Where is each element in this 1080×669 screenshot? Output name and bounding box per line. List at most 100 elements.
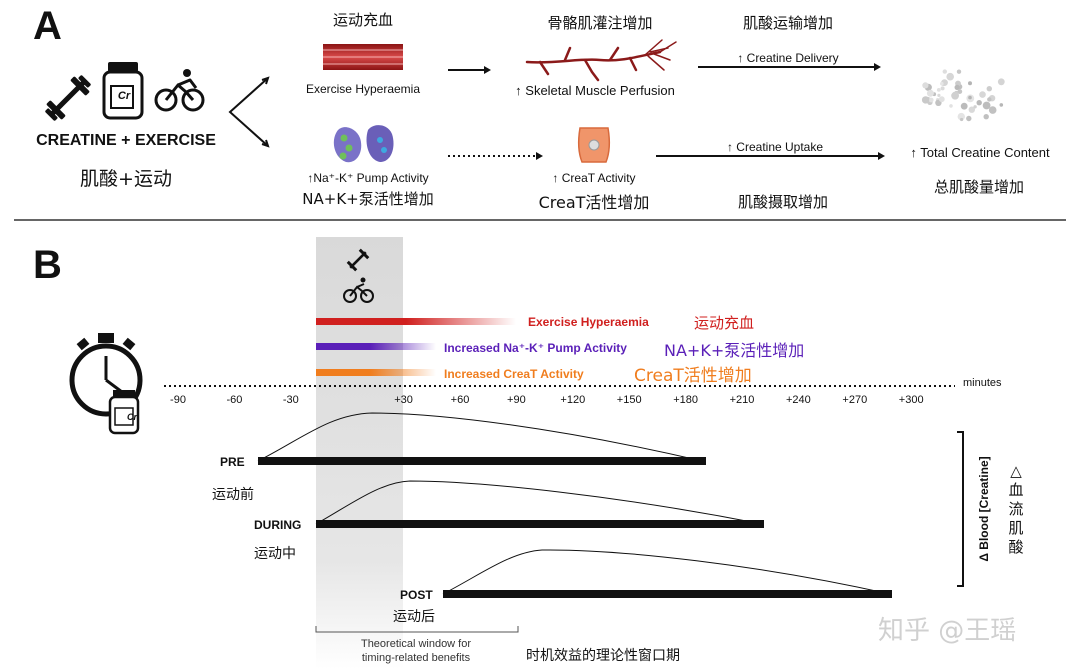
window-zh: 时机效益的理论性窗口期 [526,648,680,664]
creatine-dot [976,100,982,106]
uptake-label: ↑ Creatine Uptake [726,140,824,154]
axis-tick-label: +210 [729,394,755,406]
creatine-dot [973,105,977,109]
creatine-dot [954,84,960,90]
pre-zh: 运动前 [212,487,254,503]
cr-label: Cr [117,90,131,102]
window-caption-line1: Theoretical window for [360,638,472,650]
creatine-dot [957,89,963,94]
axis-tick-label: -60 [226,394,243,406]
during-label: DURING [254,518,302,532]
y-axis-label: Δ Blood [Creatine] [977,456,991,562]
creat-zh: CreaT活性增加 [538,193,650,212]
hyperaemia-zh: 运动充血 [332,11,393,29]
pre-bar [258,457,706,465]
split-arrow [228,77,269,147]
creatine-dot [938,96,945,103]
arrow-hyperaemia-to-perfusion [448,66,491,74]
creatine-dot [983,114,989,120]
legend-hyperaemia-zh: 运动充血 [694,314,755,332]
creatine-dot [960,117,964,122]
legend-bar-creat [316,369,436,376]
creatine-dot [942,69,947,74]
axis-tick-label: +90 [507,394,526,406]
panel-a-letter: A [33,4,62,48]
pump-zh: NA+K+泵活性增加 [302,190,434,208]
legend-bar-pump [316,343,436,350]
muscle-fibre-image [323,44,403,70]
cyclist-small-icon [343,277,374,303]
creatine-dot [968,81,972,86]
creatine-dot-cloud [921,69,1005,122]
axis-tick-label: +240 [786,394,811,406]
window-caption: Theoretical window for timing-related be… [326,637,506,665]
creatine-dot [928,97,934,103]
creatine-exercise-zh: 肌酸+运动 [80,168,172,190]
creatine-dot [960,102,968,110]
during-curve [315,480,763,525]
perfusion-zh: 骨骼肌灌注增加 [547,14,653,32]
creatine-dot [979,91,986,98]
cyclist-icon [154,69,205,112]
creatine-dot [988,106,997,114]
axis-unit: minutes [963,377,1002,389]
legend-creat-label: Increased CreaT Activity [444,367,584,381]
creatine-dot [940,86,945,91]
window-bracket [315,626,519,633]
axis-tick-label: +60 [450,394,470,406]
window-caption-line2: timing-related benefits [361,652,471,664]
cr-small-label: Cr [126,412,137,422]
creatine-dot [999,103,1004,107]
post-curve [442,549,891,595]
creatine-dot [921,96,930,104]
post-zh: 运动后 [393,609,435,625]
axis-tick-label: -90 [170,394,186,406]
creatine-dot [966,115,972,122]
arrow-creatine-uptake [656,152,885,160]
creatine-dot [968,106,975,113]
dumbbell-icon [45,75,91,121]
na-k-pump-image [333,125,394,163]
creatine-exercise-label: CREATINE + EXERCISE [36,132,216,149]
creatine-dot [986,86,992,92]
creatine-dot [957,112,965,121]
creatine-dot [937,93,941,97]
y-axis-zh: △血流肌酸 [1008,462,1024,556]
dumbbell-small-icon [346,248,370,272]
y-bracket [957,431,964,587]
uptake-zh: 肌酸摄取增加 [737,193,828,211]
perfusion-label: ↑ Skeletal Muscle Perfusion [515,83,675,98]
post-label: POST [400,588,433,602]
legend-hyperaemia-label: Exercise Hyperaemia [528,315,649,329]
during-bar [316,520,764,528]
creatine-dot [982,101,991,110]
axis-tick-label: +180 [673,394,698,406]
axis-tick-label: +270 [842,394,868,406]
total-creatine-label: ↑ Total Creatine Content [910,145,1050,160]
blood-vessel-image [525,39,677,82]
creatine-dot [951,91,959,100]
pump-label: ↑Na⁺-K⁺ Pump Activity [307,171,429,185]
arrow-pump-to-creat [448,152,543,160]
delivery-zh: 肌酸运输增加 [742,14,833,32]
arrow-creatine-delivery [698,63,881,71]
creatine-jar-small-icon [108,390,140,435]
creatine-dot [949,104,953,108]
axis-tick-label: +120 [560,394,586,406]
legend-pump-zh: NA+K+泵活性增加 [664,341,805,360]
pre-curve [257,412,703,462]
creatine-dot [968,95,972,100]
creatine-dot [940,81,944,86]
hyperaemia-label: Exercise Hyperaemia [305,82,421,96]
legend-pump-label: Increased Na⁺-K⁺ Pump Activity [444,341,627,355]
pre-label: PRE [220,455,245,469]
creatine-dot [946,72,954,81]
creatine-dot [922,82,929,89]
legend-creat-zh: CreaT活性增加 [634,366,752,386]
axis-tick-label: +150 [616,394,642,406]
total-creatine-zh: 总肌酸量增加 [933,178,1024,196]
creat-transporter-image [577,127,611,163]
exercise-window-shading [316,237,403,669]
creatine-dot [956,69,962,74]
